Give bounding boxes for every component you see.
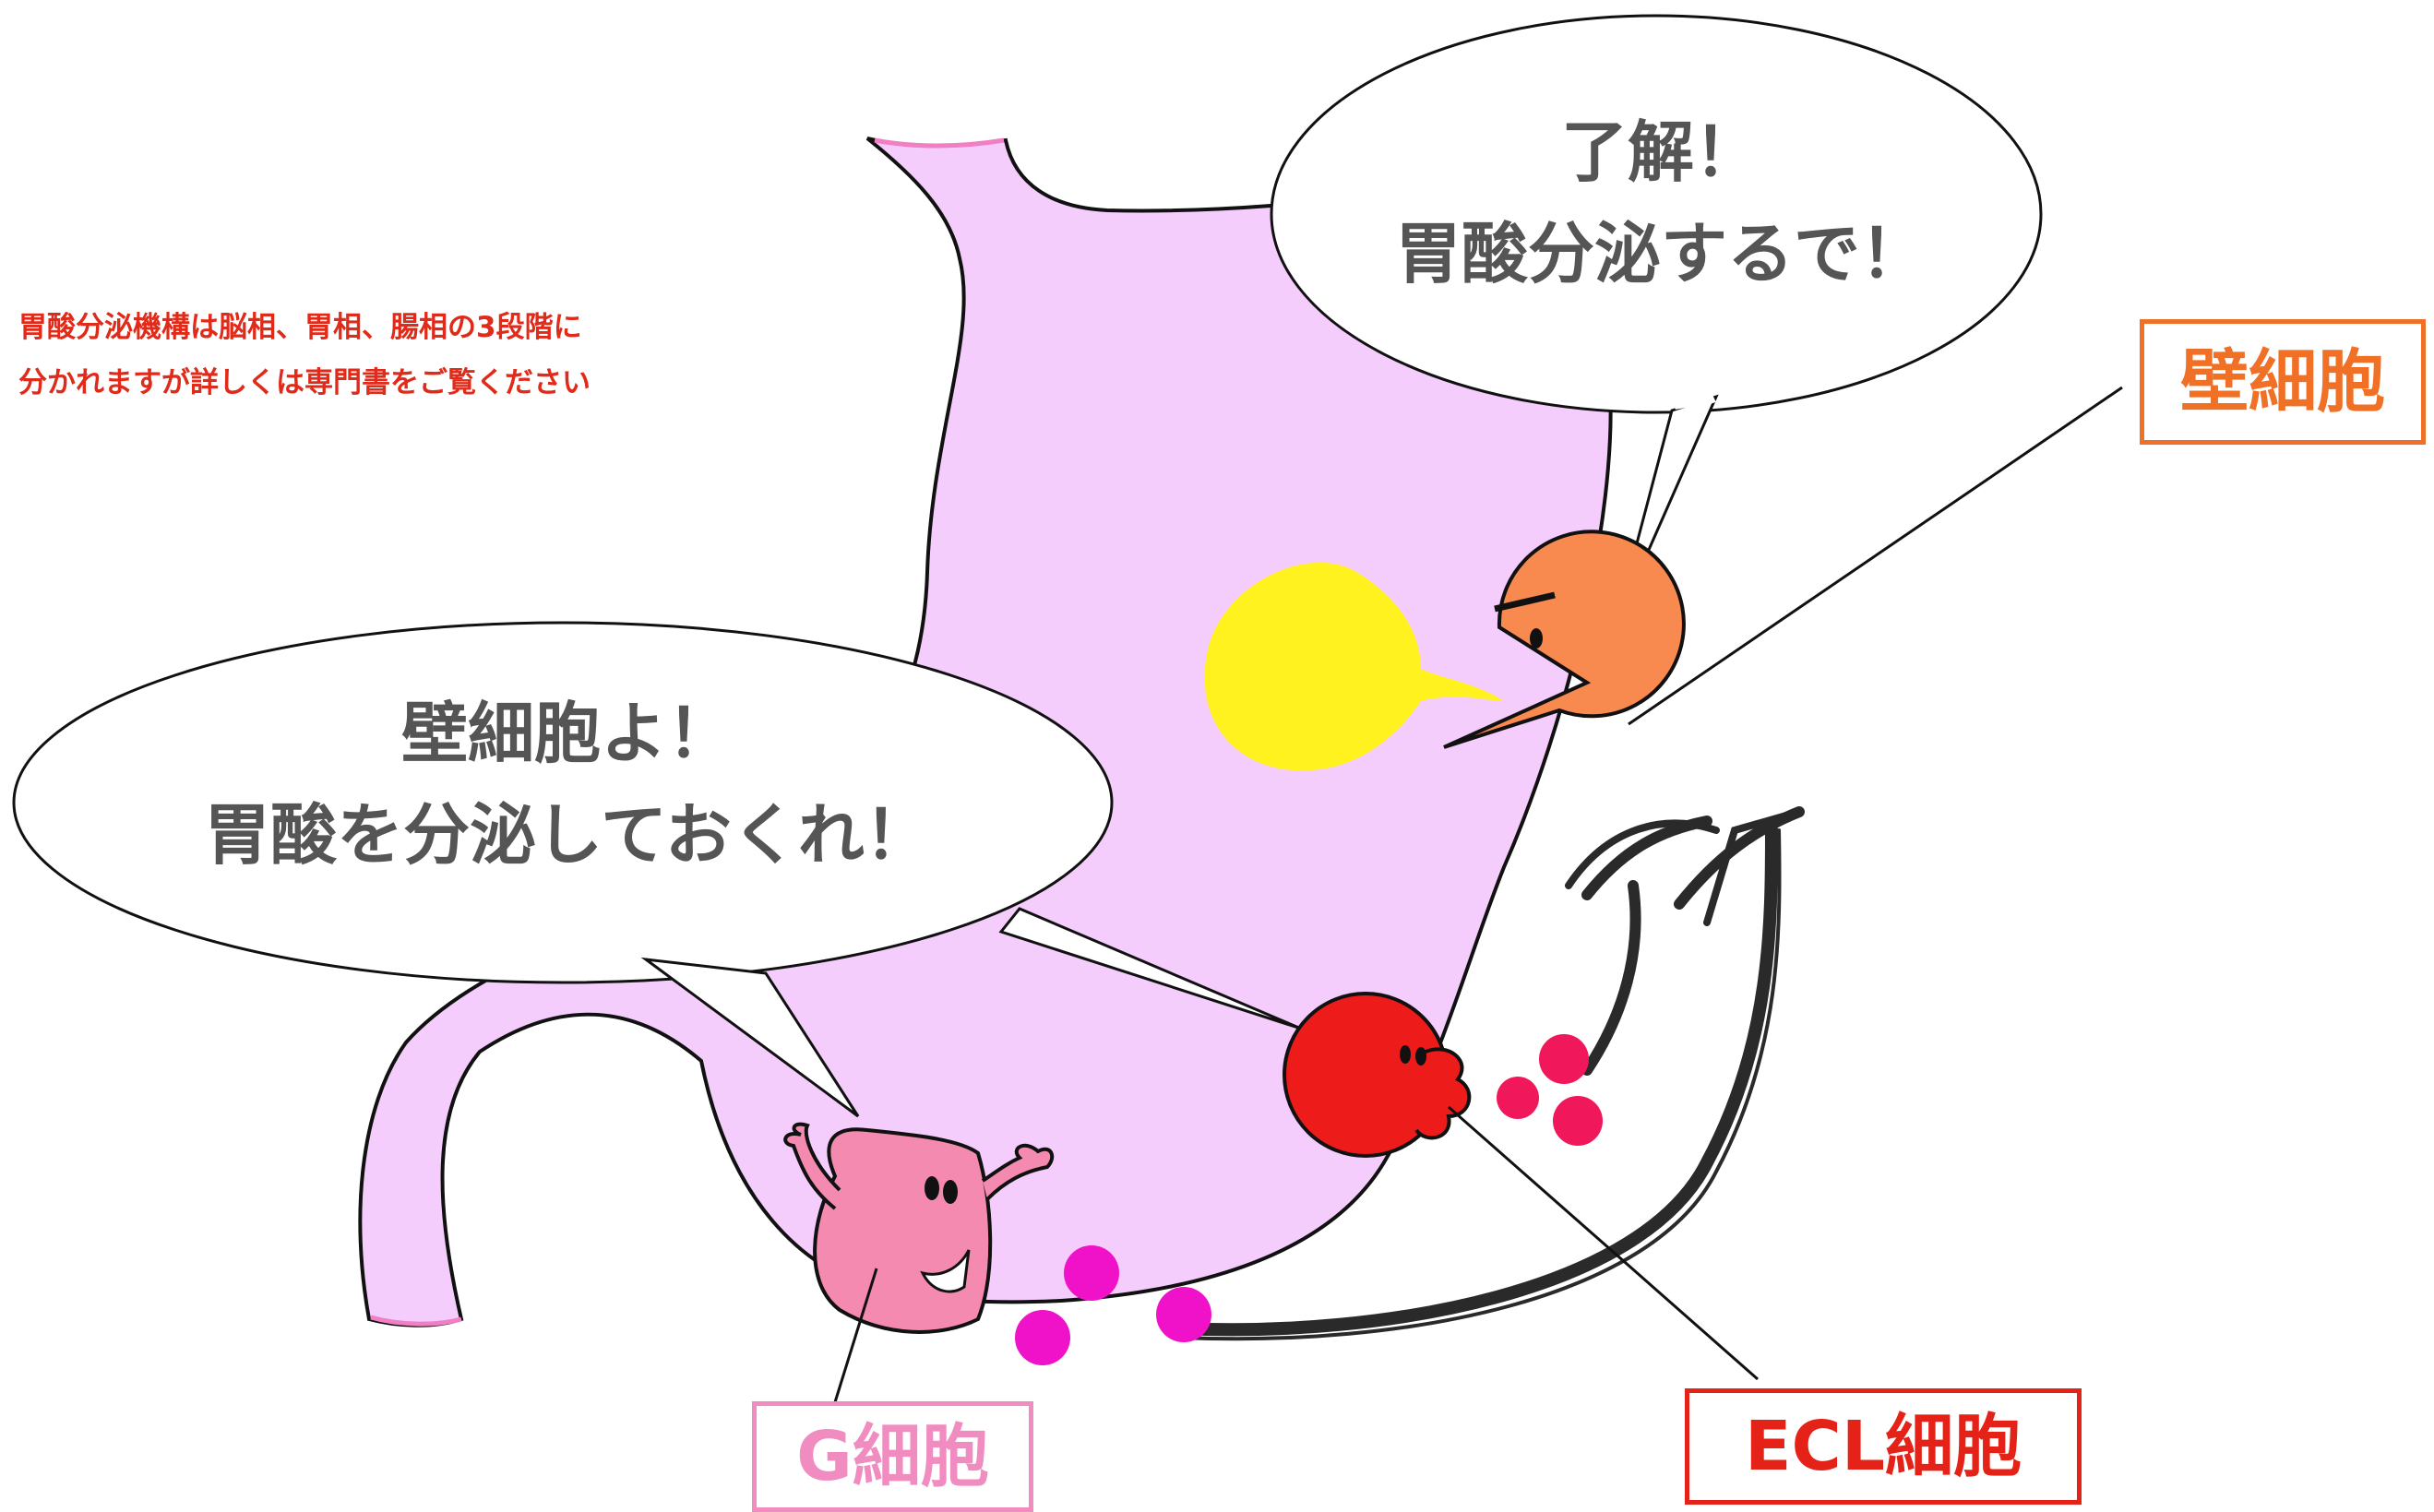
histamine-dots — [1497, 1034, 1603, 1146]
parietal-speech-line-1: 了解！ — [1560, 113, 1760, 191]
parietal-cell-label: 壁細胞 — [2140, 319, 2426, 445]
g-cell-speech-line-2: 胃酸を分泌しておくれ！ — [204, 796, 931, 874]
g-cell-speech-text: 壁細胞よ！ 胃酸を分泌しておくれ！ — [37, 683, 1098, 886]
g-cell-speech-line-1: 壁細胞よ！ — [400, 695, 734, 772]
g-cell-character — [783, 1122, 1055, 1334]
explanatory-note: 胃酸分泌機構は脳相、胃相、腸相の3段階に 分かれますが詳しくは専門書をご覧くださ… — [18, 300, 849, 411]
g-cell-label: G細胞 — [752, 1401, 1033, 1512]
acid-cloud — [1204, 562, 1504, 771]
speech-bubble-g-cell — [12, 621, 1302, 1118]
gastrin-dots — [1015, 1245, 1211, 1365]
ecl-cell-character — [1283, 992, 1472, 1158]
leader-lines — [833, 386, 2123, 1403]
histamine-arrow — [1175, 806, 1805, 1341]
note-line-1: 胃酸分泌機構は脳相、胃相、腸相の3段階に — [18, 311, 582, 344]
parietal-speech-text: 了解！ 胃酸分泌するで！ — [1292, 101, 2030, 304]
parietal-cell-character — [1443, 530, 1686, 749]
parietal-speech-line-2: 胃酸分泌するで！ — [1394, 215, 1927, 292]
note-line-2: 分かれますが詳しくは専門書をご覧ください — [18, 366, 591, 399]
ecl-cell-label: ECL細胞 — [1685, 1388, 2082, 1505]
